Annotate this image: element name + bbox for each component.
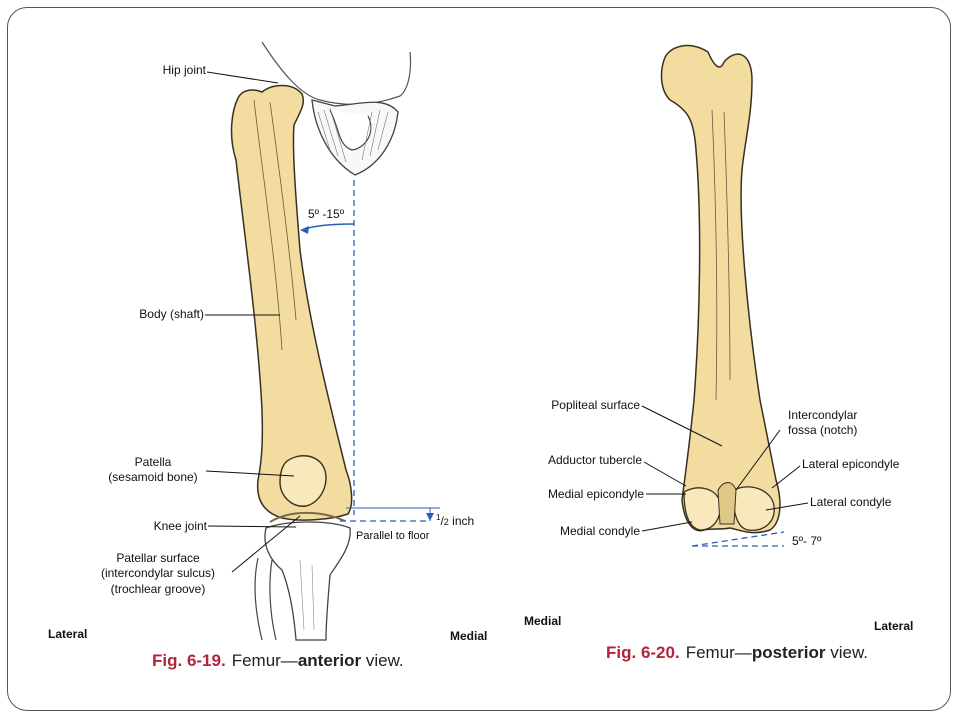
label-lateral-anterior: Lateral bbox=[48, 627, 88, 641]
caption-fig20-suffix: view. bbox=[825, 643, 869, 662]
label-medial-anterior: Medial bbox=[450, 629, 488, 643]
label-medial-epicondyle: Medial epicondyle bbox=[547, 487, 644, 501]
tibia-shape bbox=[264, 521, 351, 641]
caption-fig19-prefix: Femur— bbox=[231, 651, 298, 670]
label-popliteal-surface: Popliteal surface bbox=[551, 398, 640, 412]
label-medial-posterior: Medial bbox=[524, 614, 562, 628]
label-patellar-surface-sub1: (intercondylar sulcus) bbox=[100, 566, 216, 580]
label-adductor-tubercle: Adductor tubercle bbox=[547, 453, 642, 467]
angle-arrow bbox=[301, 223, 355, 231]
slide-frame bbox=[7, 7, 951, 711]
label-lateral-epicondyle: Lateral epicondyle bbox=[802, 457, 900, 471]
label-half-inch: 1/2 inch bbox=[436, 513, 475, 528]
patella-shape bbox=[279, 455, 327, 507]
femur-posterior bbox=[660, 44, 781, 534]
caption-fig19-emph: anterior bbox=[297, 651, 362, 670]
label-angle-posterior: 5º- 7º bbox=[792, 534, 822, 548]
caption-fig20-prefix: Femur— bbox=[685, 643, 752, 662]
label-angle-anterior: 5º -15º bbox=[308, 207, 345, 221]
label-patellar-surface: Patellar surface bbox=[116, 551, 200, 565]
label-body-shaft: Body (shaft) bbox=[139, 307, 204, 321]
label-medial-condyle: Medial condyle bbox=[559, 524, 640, 538]
caption-fig20-emph: posterior bbox=[751, 643, 826, 662]
caption-fig20: Fig. 6-20. Femur—posterior view. bbox=[606, 643, 868, 663]
label-parallel-floor: Parallel to floor bbox=[356, 530, 430, 542]
label-patella-sub: (sesamoid bone) bbox=[108, 470, 198, 484]
label-knee-joint: Knee joint bbox=[153, 519, 207, 533]
label-intercondylar-2: fossa (notch) bbox=[788, 423, 858, 437]
label-patellar-surface-sub2: (trochlear groove) bbox=[110, 582, 206, 596]
half-inch-unit: inch bbox=[452, 514, 475, 528]
label-patella: Patella bbox=[134, 455, 172, 469]
half-inch-denominator: 2 bbox=[443, 517, 449, 527]
caption-fig19-number: Fig. 6-19. bbox=[152, 651, 226, 670]
caption-fig19: Fig. 6-19. Femur—anterior view. bbox=[152, 651, 404, 671]
half-inch-numerator: 1 bbox=[436, 513, 441, 522]
caption-fig19-suffix: view. bbox=[361, 651, 404, 670]
label-intercondylar-1: Intercondylar bbox=[788, 408, 858, 422]
fig20-illustration bbox=[641, 44, 809, 547]
caption-fig20-number: Fig. 6-20. bbox=[606, 643, 680, 662]
label-hip-joint: Hip joint bbox=[162, 63, 206, 77]
femur-anterior bbox=[230, 84, 353, 521]
label-lateral-condyle: Lateral condyle bbox=[810, 495, 892, 509]
fig19-illustration bbox=[205, 41, 440, 641]
label-lateral-posterior: Lateral bbox=[874, 619, 914, 633]
